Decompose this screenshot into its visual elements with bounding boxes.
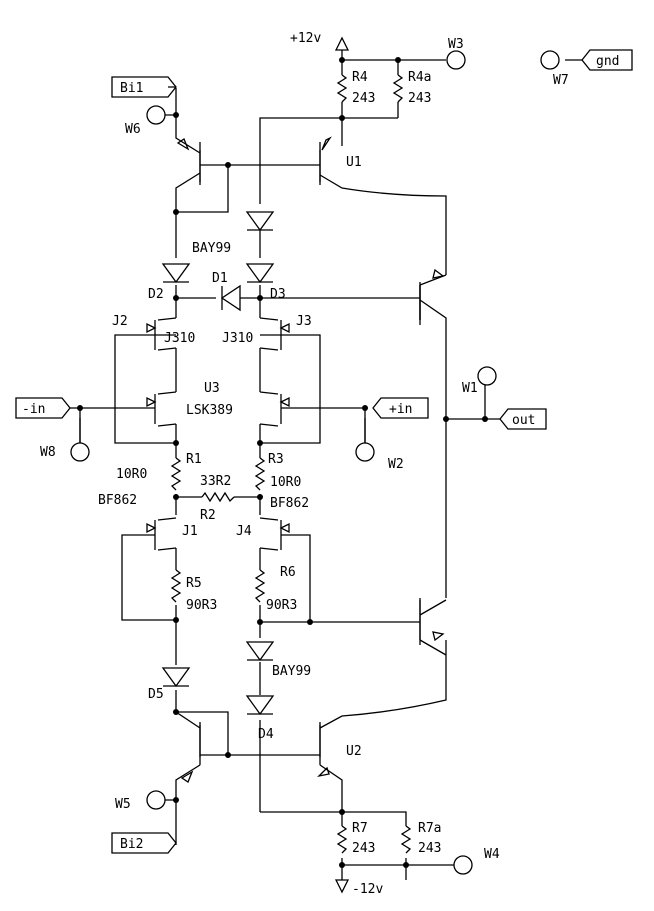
- r7a-value: 243: [418, 841, 441, 856]
- port-gnd: gnd: [596, 54, 619, 69]
- port-bi2: Bi2: [120, 837, 143, 852]
- tp-w4: W4: [484, 847, 500, 862]
- tp-w5: W5: [115, 797, 131, 812]
- r1-ref: R1: [186, 452, 202, 467]
- r7-value: 243: [352, 841, 375, 856]
- j3-part: J310: [222, 331, 253, 346]
- r7a-ref: R7a: [418, 821, 441, 836]
- tp-w2: W2: [388, 457, 404, 472]
- j1-part: BF862: [98, 493, 137, 508]
- supply-symbols: [334, 36, 350, 894]
- r4-ref: R4: [352, 70, 368, 85]
- r5-ref: R5: [186, 576, 202, 591]
- tp-w3: W3: [448, 37, 464, 52]
- port-in-neg: -in: [22, 402, 45, 417]
- port-out: out: [512, 413, 535, 428]
- transistor-arrows: [146, 136, 445, 783]
- r4a-ref: R4a: [408, 70, 431, 85]
- u1-ref: U1: [346, 155, 362, 170]
- pos-rail-label: +12v: [290, 31, 321, 46]
- bay99-top-label: BAY99: [192, 241, 231, 256]
- tp-w8: W8: [40, 445, 56, 460]
- r7-ref: R7: [352, 821, 368, 836]
- r4-value: 243: [352, 91, 375, 106]
- port-bi1: Bi1: [120, 81, 143, 96]
- j1-ref: J1: [182, 524, 198, 539]
- r3-ref: R3: [268, 452, 284, 467]
- r2-value: 33R2: [200, 474, 231, 489]
- j3-ref: J3: [296, 314, 312, 329]
- tp-w1: W1: [462, 381, 478, 396]
- r6-value: 90R3: [266, 598, 297, 613]
- r6-ref: R6: [280, 565, 296, 580]
- j4-part: BF862: [270, 496, 309, 511]
- symbols: [170, 74, 412, 854]
- r4a-value: 243: [408, 91, 431, 106]
- testpoint-circles: [70, 50, 560, 875]
- d4-label: D4: [258, 727, 274, 742]
- d2-label: D2: [148, 287, 164, 302]
- r1-value: 10R0: [116, 467, 147, 482]
- j4-ref: J4: [236, 524, 252, 539]
- u3-part: LSK389: [186, 403, 233, 418]
- bay99-bottom-label: BAY99: [272, 664, 311, 679]
- u2-ref: U2: [346, 744, 362, 759]
- r3-value: 10R0: [270, 475, 301, 490]
- r5-value: 90R3: [186, 598, 217, 613]
- neg-rail-label: -12v: [352, 882, 383, 897]
- u3-ref: U3: [204, 381, 220, 396]
- junction-dots: [77, 57, 488, 868]
- port-in-pos: +in: [389, 402, 412, 417]
- wires: [70, 50, 582, 880]
- d3-label: D3: [270, 287, 286, 302]
- r2-ref: R2: [200, 508, 216, 523]
- d5-label: D5: [148, 687, 164, 702]
- diode-shapes: [161, 211, 275, 716]
- d1-label: D1: [212, 271, 228, 286]
- j2-part: J310: [164, 331, 195, 346]
- j2-ref: J2: [112, 314, 128, 329]
- port-flags: [15, 49, 633, 854]
- tp-w6: W6: [125, 122, 141, 137]
- tp-w7: W7: [553, 73, 569, 88]
- labels: +12v -12v Bi1 Bi2 -in +in out gnd W1 W2 …: [22, 31, 619, 897]
